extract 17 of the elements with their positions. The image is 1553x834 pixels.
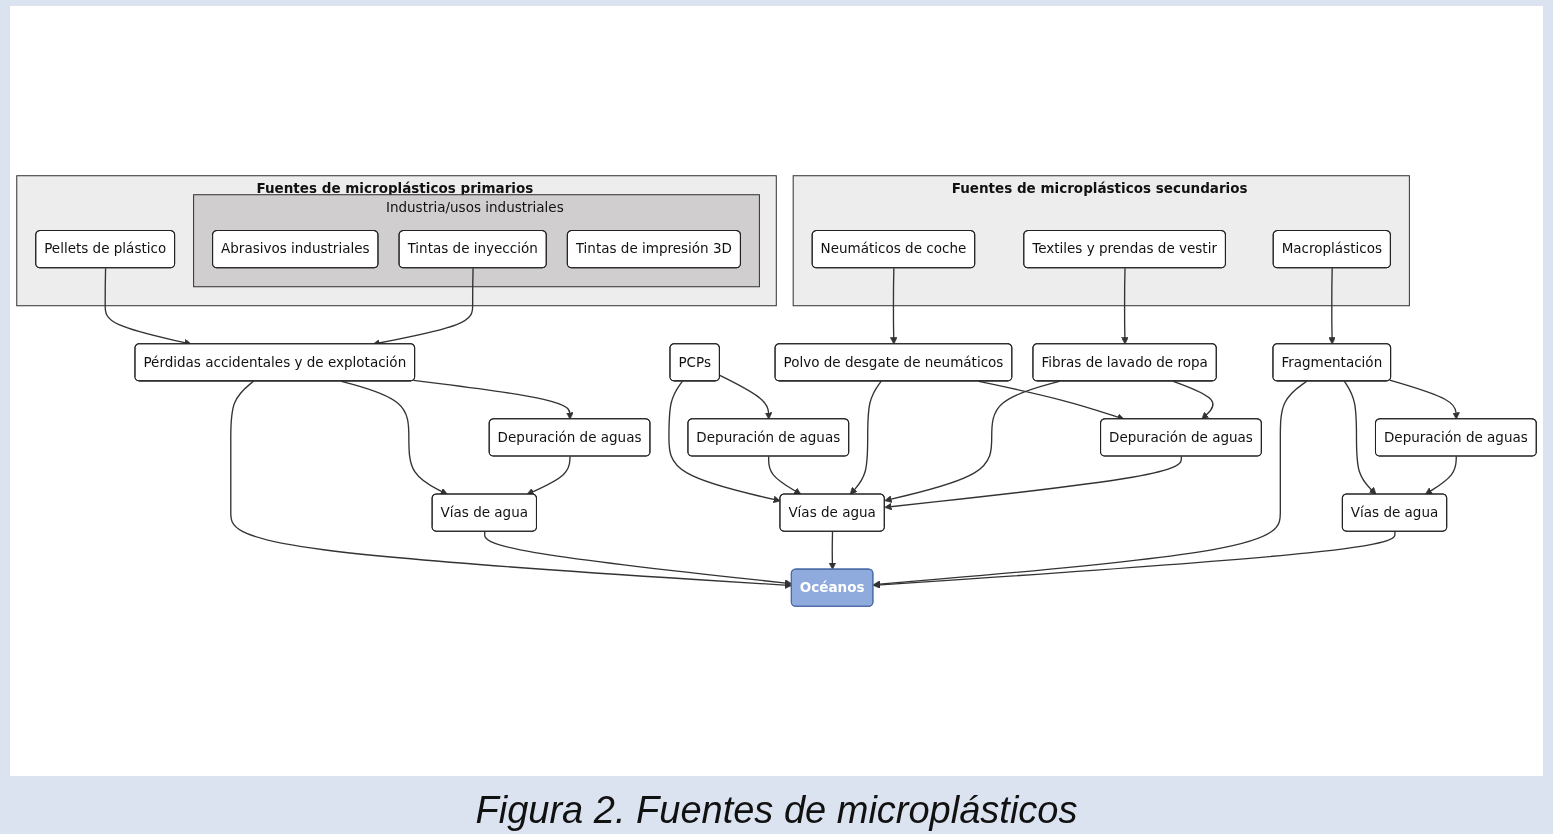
arrow (1424, 455, 1457, 495)
arrow (767, 455, 802, 495)
arrow (1343, 380, 1377, 495)
arrow (1328, 267, 1336, 345)
arrow (884, 455, 1183, 511)
arrow (890, 267, 898, 345)
arrow (873, 530, 1396, 589)
arrow (340, 380, 448, 495)
arrow (849, 380, 882, 495)
arrow (1172, 380, 1214, 420)
figure-caption: Figura 2. Fuentes de microplásticos (475, 789, 1078, 831)
arrow (719, 374, 773, 420)
arrow (412, 379, 574, 420)
arrow (828, 530, 837, 570)
arrow (1389, 379, 1460, 420)
arrow (884, 380, 1060, 503)
arrow (1121, 267, 1129, 345)
